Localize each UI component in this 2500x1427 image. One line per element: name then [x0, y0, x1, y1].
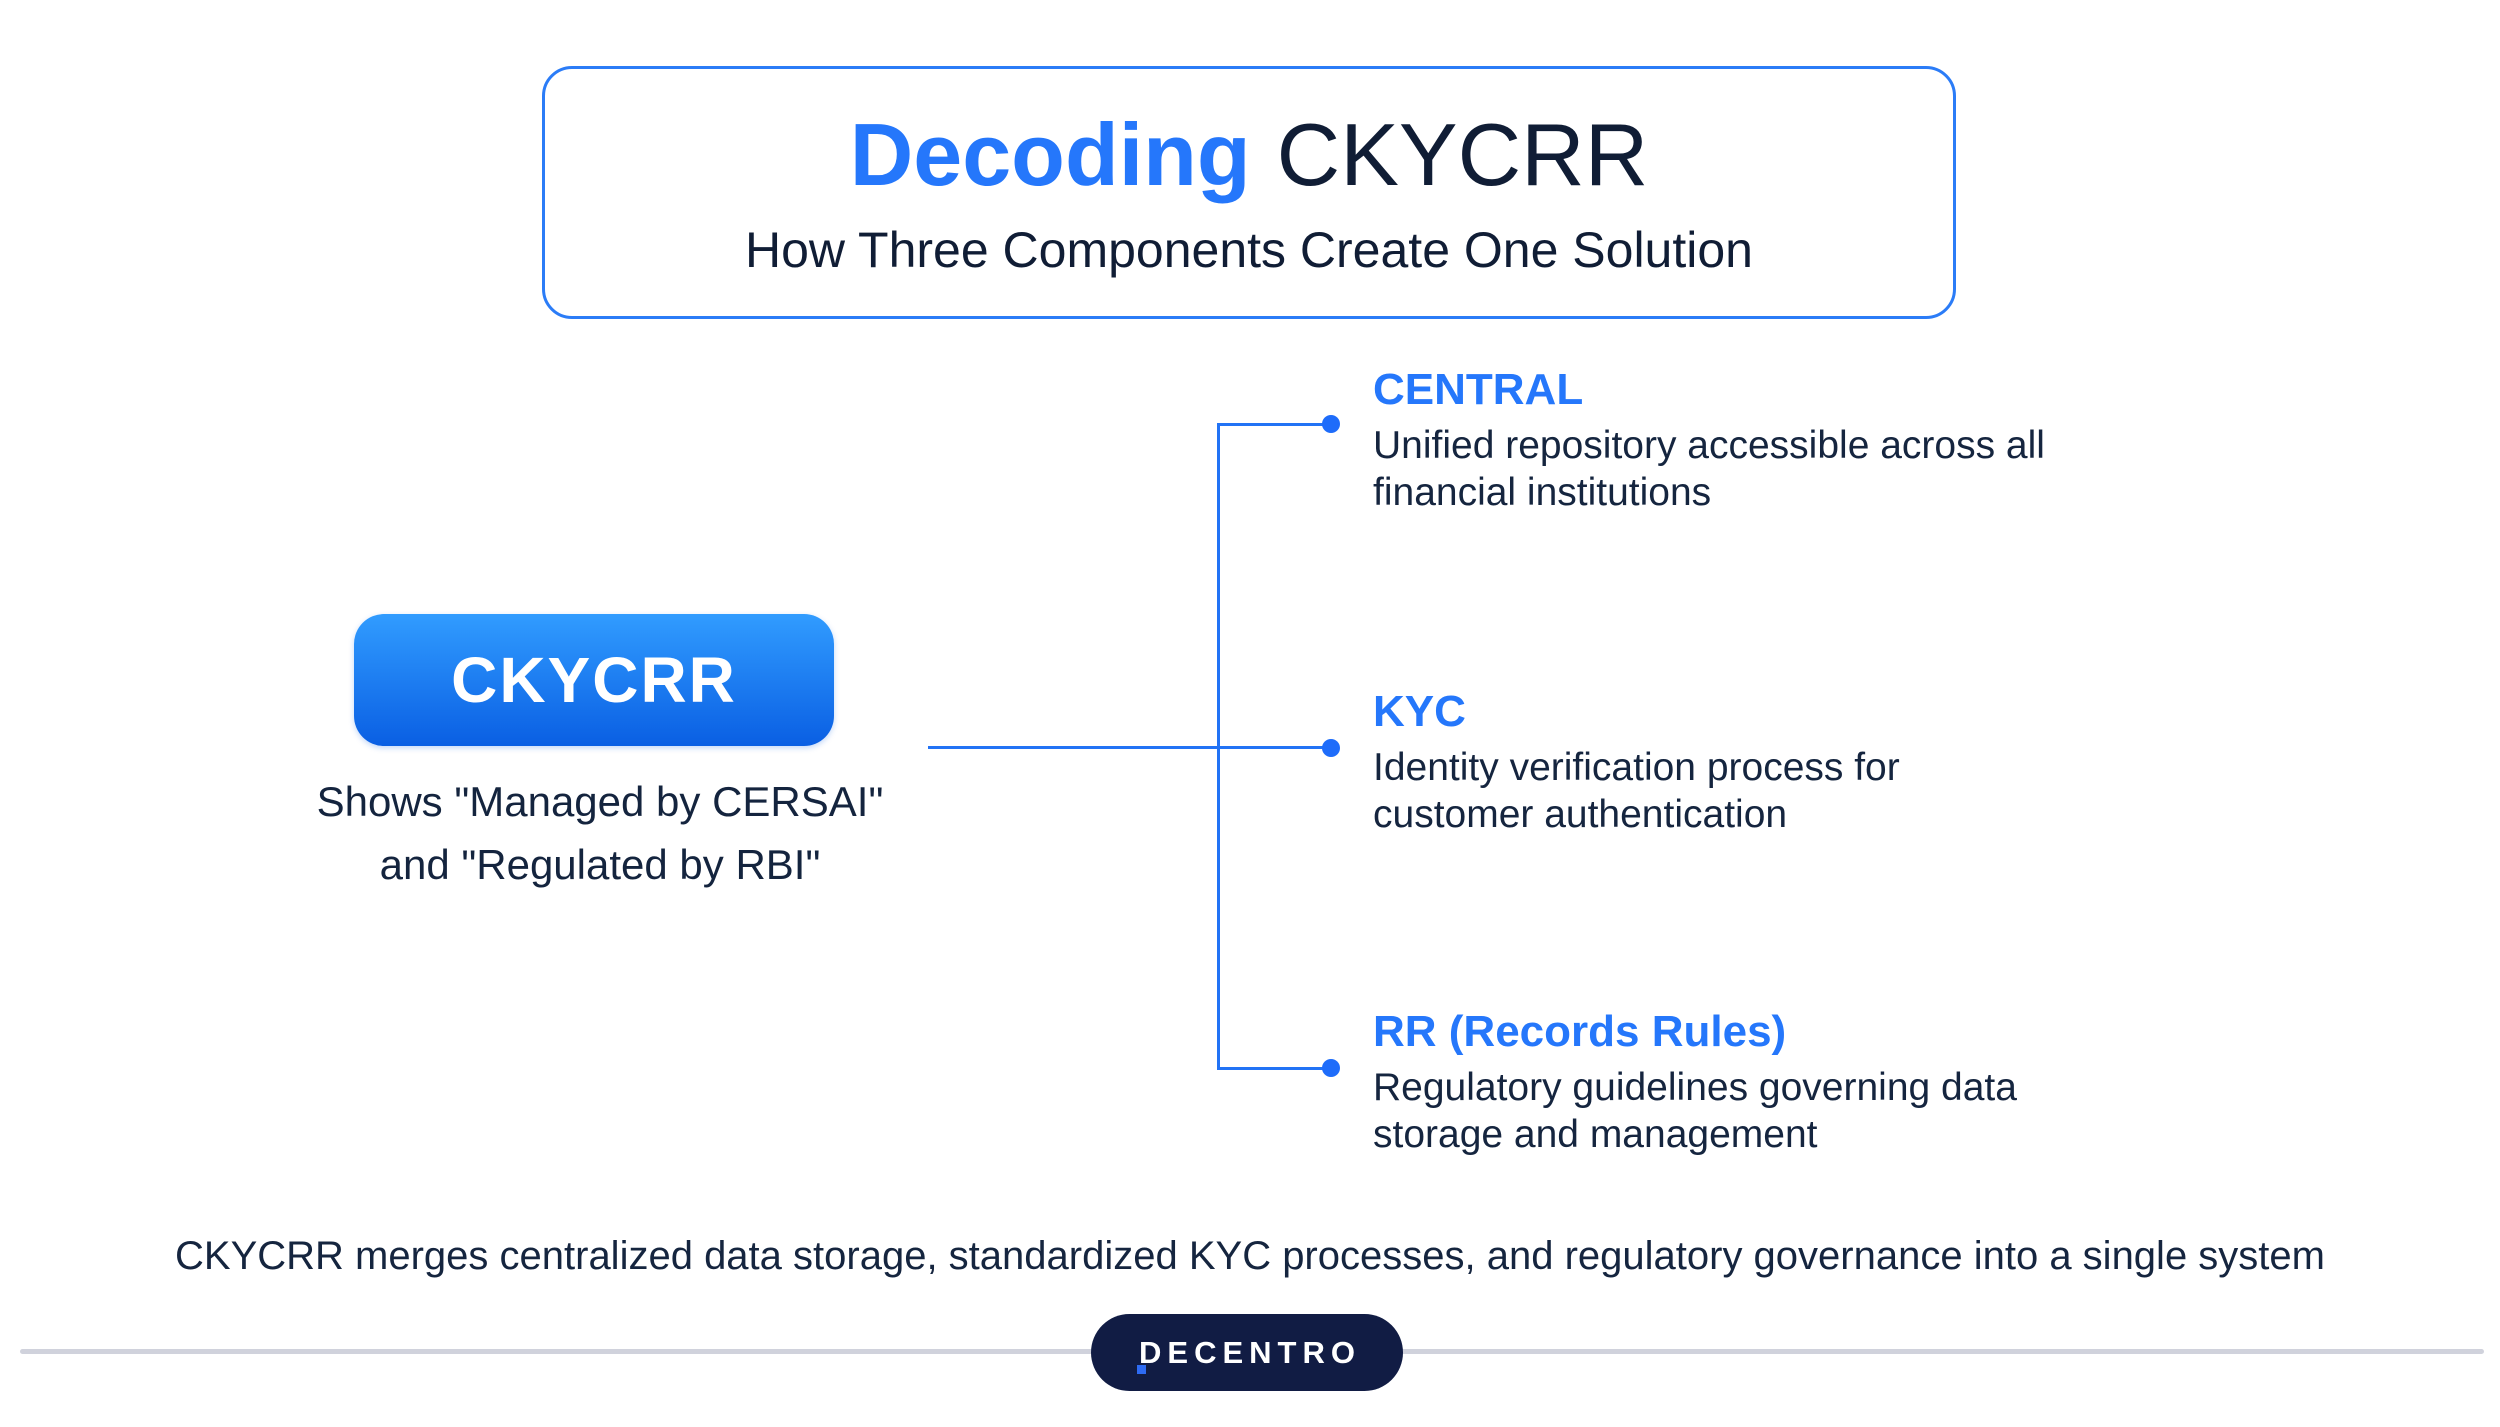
connector-line-central: [1217, 423, 1331, 426]
component-central-heading: CENTRAL: [1373, 365, 1584, 414]
component-kyc: KYC Identity verification process for cu…: [1373, 686, 2193, 836]
connector-line-vertical: [1217, 423, 1220, 1070]
component-rr-heading: RR (Records Rules): [1373, 1007, 1787, 1056]
component-central: CENTRAL Unified repository accessible ac…: [1373, 364, 2193, 514]
page-title-rest: CKYCRR: [1276, 105, 1649, 205]
ckycrr-node: CKYCRR: [354, 614, 834, 746]
ckycrr-node-label: CKYCRR: [451, 644, 737, 716]
summary-text: CKYCRR merges centralized data storage, …: [175, 1234, 2325, 1278]
connector-dot-rr: [1322, 1059, 1340, 1077]
connector-line-rr: [1217, 1067, 1331, 1070]
component-kyc-description: Identity verification process for custom…: [1373, 746, 1900, 836]
component-rr-description: Regulatory guidelines governing data sto…: [1373, 1066, 2017, 1156]
ckycrr-node-caption: Shows "Managed by CERSAI" and "Regulated…: [316, 778, 884, 888]
connector-line-root: [928, 746, 1331, 749]
page-subtitle: How Three Components Create One Solution: [745, 221, 1753, 278]
logo-blue-square-icon: [1137, 1365, 1146, 1374]
connector-dot-kyc: [1322, 739, 1340, 757]
connector-dot-central: [1322, 415, 1340, 433]
component-kyc-heading: KYC: [1373, 687, 1466, 736]
component-rr: RR (Records Rules) Regulatory guidelines…: [1373, 1006, 2193, 1156]
decentro-logo-text: DECENTRO: [1139, 1334, 1361, 1370]
component-central-description: Unified repository accessible across all…: [1373, 424, 2045, 514]
decentro-logo: DECENTRO: [1091, 1314, 1403, 1391]
page-title-accent: Decoding: [849, 105, 1251, 205]
